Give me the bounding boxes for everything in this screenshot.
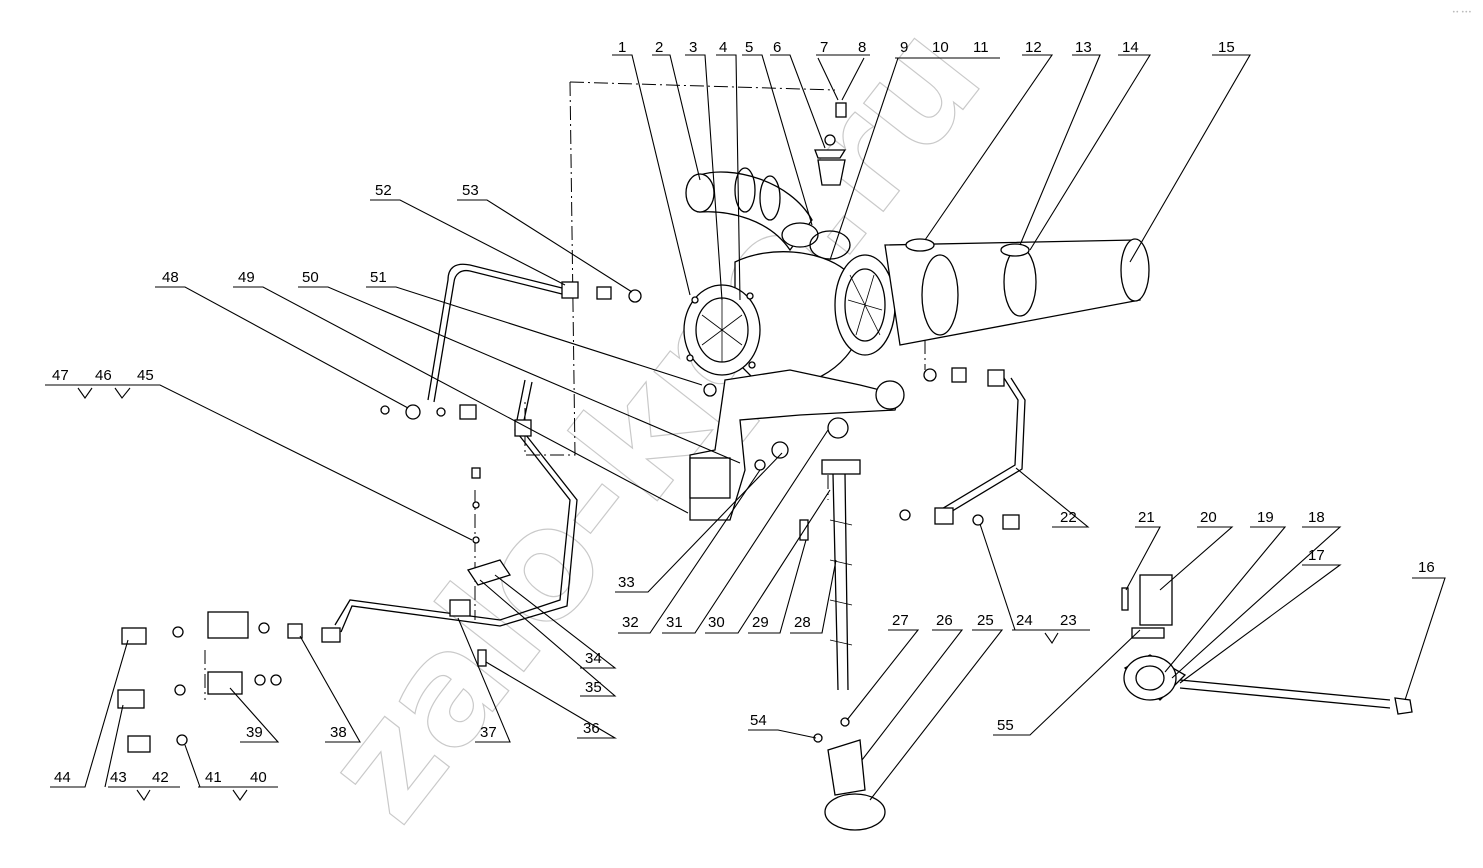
callout-36: 36	[583, 720, 600, 737]
callout-48: 48	[162, 269, 179, 286]
callout-33: 33	[618, 574, 635, 591]
callout-7: 7	[820, 39, 828, 56]
callout-26: 26	[936, 612, 953, 629]
callout-35: 35	[585, 679, 602, 696]
callout-2: 2	[655, 39, 663, 56]
callout-30: 30	[708, 614, 725, 631]
callout-1: 1	[618, 39, 626, 56]
callout-38: 38	[330, 724, 347, 741]
callout-29: 29	[752, 614, 769, 631]
callout-53: 53	[462, 182, 479, 199]
callout-46: 46	[95, 367, 112, 384]
top-fitting	[814, 102, 847, 186]
callout-23: 23	[1060, 612, 1077, 629]
callout-34: 34	[585, 650, 602, 667]
callout-8: 8	[858, 39, 866, 56]
callout-24: 24	[1016, 612, 1033, 629]
callout-10: 10	[932, 39, 949, 56]
callout-14: 14	[1122, 39, 1139, 56]
callout-17: 17	[1308, 547, 1325, 564]
callout-12: 12	[1025, 39, 1042, 56]
callout-45: 45	[137, 367, 154, 384]
drain-hose	[799, 417, 886, 831]
oil-feed-line	[380, 263, 642, 420]
callout-37: 37	[480, 724, 497, 741]
callout-16: 16	[1418, 559, 1435, 576]
callout-11: 11	[973, 39, 989, 56]
callout-6: 6	[773, 39, 781, 56]
callout-20: 20	[1200, 509, 1217, 526]
callout-4: 4	[719, 39, 727, 56]
callout-13: 13	[1075, 39, 1092, 56]
callout-42: 42	[152, 769, 169, 786]
callout-55: 55	[997, 717, 1014, 734]
callout-18: 18	[1308, 509, 1325, 526]
callout-44: 44	[54, 769, 71, 786]
callout-15: 15	[1218, 39, 1235, 56]
coolant-line	[899, 367, 1026, 530]
oil-return-line	[117, 379, 578, 753]
callout-51: 51	[370, 269, 387, 286]
callout-31: 31	[666, 614, 683, 631]
callout-9: 9	[900, 39, 908, 56]
callout-43: 43	[110, 769, 127, 786]
callout-25: 25	[977, 612, 994, 629]
turbocharger-body	[683, 167, 1150, 521]
callout-47: 47	[52, 367, 69, 384]
callout-50: 50	[302, 269, 319, 286]
corner-mark: •• •••	[1452, 9, 1472, 16]
callout-labels: 1 2 3 4 5 6 7 8 9 10 11 12 13 14 15 16 1…	[52, 39, 1435, 786]
callout-52: 52	[375, 182, 392, 199]
callout-21: 21	[1138, 509, 1155, 526]
callout-19: 19	[1257, 509, 1274, 526]
callout-22: 22	[1060, 509, 1077, 526]
callout-39: 39	[246, 724, 263, 741]
callout-28: 28	[794, 614, 811, 631]
callout-27: 27	[892, 612, 909, 629]
callout-5: 5	[745, 39, 753, 56]
callout-54: 54	[750, 712, 767, 729]
callout-3: 3	[689, 39, 697, 56]
leader-lines	[45, 54, 1446, 802]
callout-32: 32	[622, 614, 639, 631]
actuator-rod	[1121, 574, 1413, 715]
callout-41: 41	[205, 769, 222, 786]
callout-40: 40	[250, 769, 267, 786]
callout-49: 49	[238, 269, 255, 286]
